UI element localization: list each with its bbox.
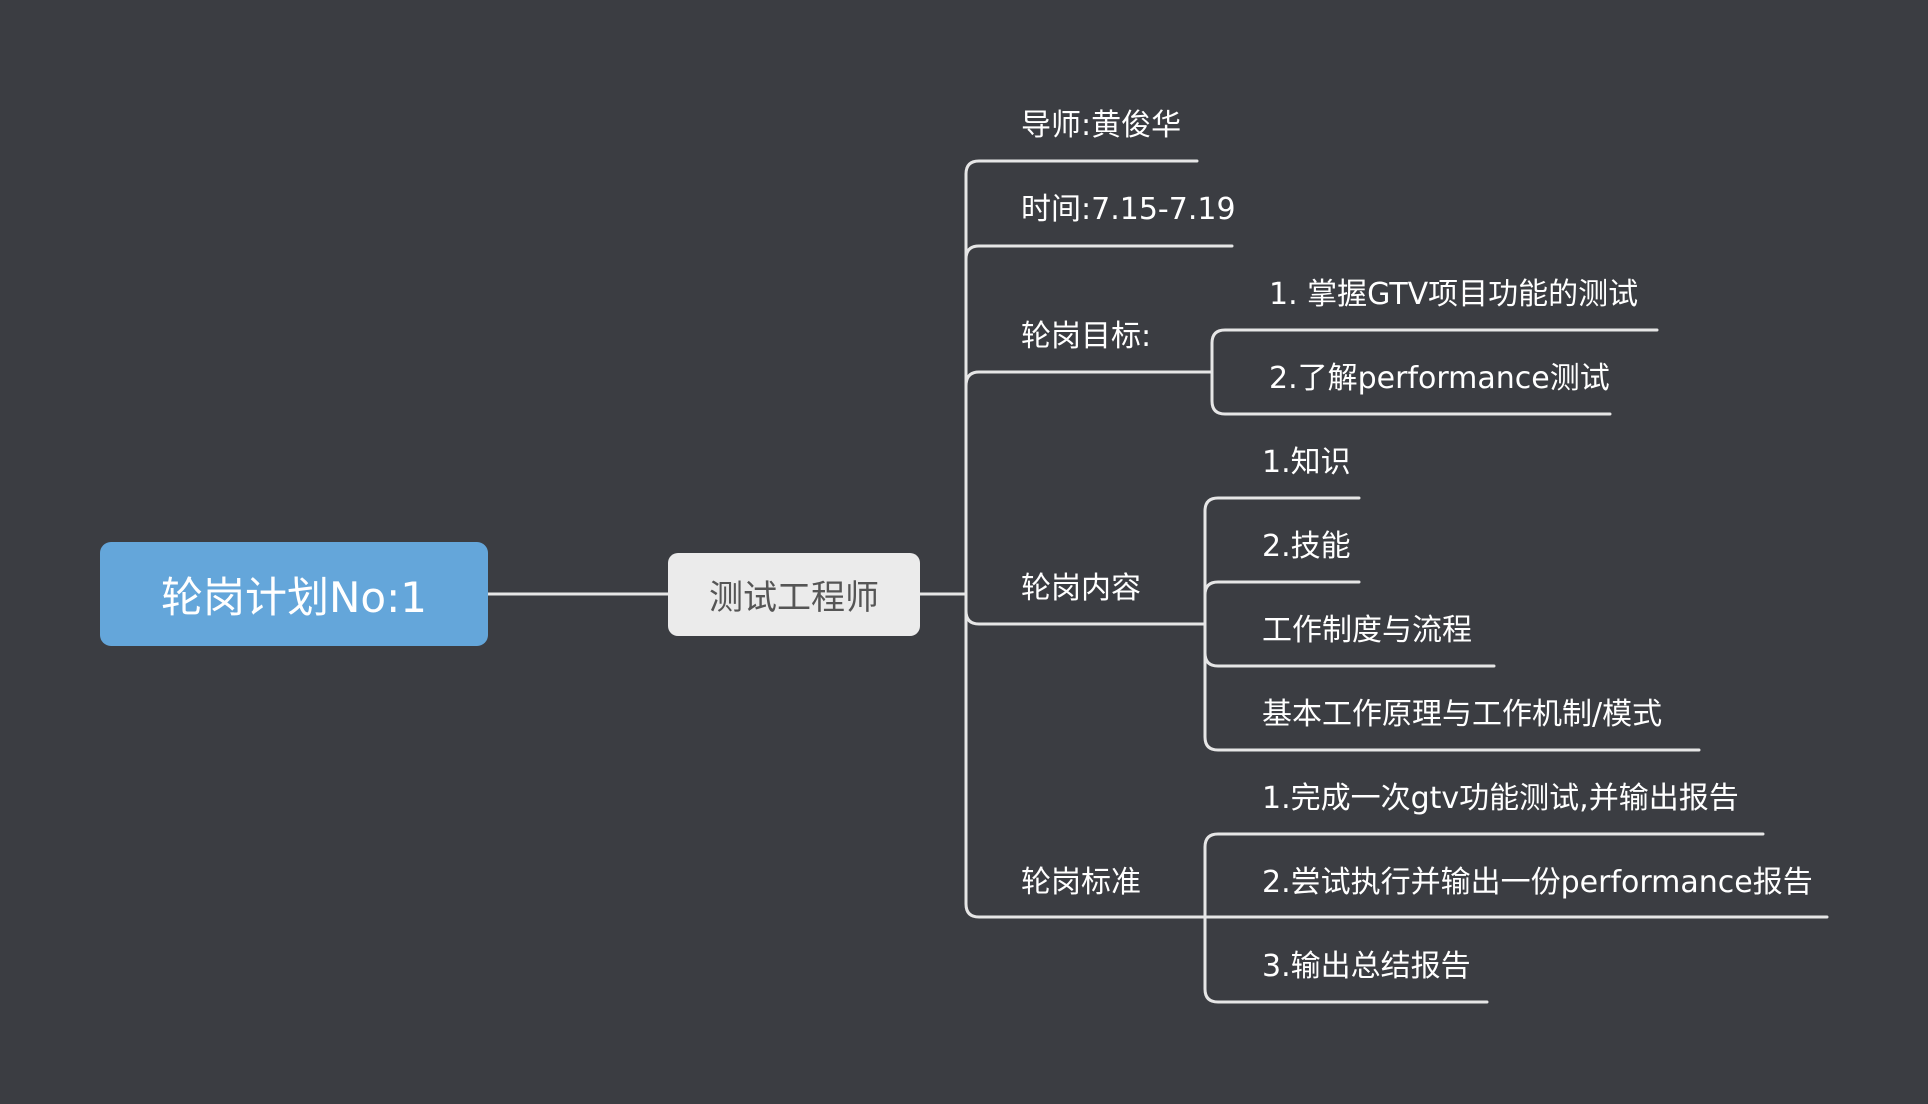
- content-item[interactable]: 工作制度与流程: [1262, 613, 1472, 648]
- connector-content-2: [1203, 580, 1361, 626]
- content-item[interactable]: 2.技能: [1262, 529, 1351, 564]
- branch-goal[interactable]: 轮岗目标:: [1021, 319, 1152, 354]
- branch-standard[interactable]: 轮岗标准: [1021, 865, 1141, 900]
- connector-standard-3: [1203, 915, 1489, 1004]
- connector-branch-mentor: [964, 159, 1199, 596]
- root-node[interactable]: 轮岗计划No:1: [100, 542, 488, 646]
- goal-item[interactable]: 2.了解performance测试: [1269, 361, 1610, 396]
- main-topic-label: 测试工程师: [709, 578, 879, 618]
- connector-branch-goal: [964, 370, 1214, 596]
- main-topic-node[interactable]: 测试工程师: [668, 553, 920, 636]
- branch-content[interactable]: 轮岗内容: [1021, 571, 1141, 606]
- standard-item[interactable]: 2.尝试执行并输出一份performance报告: [1262, 865, 1813, 900]
- connector-goal-1: [1210, 328, 1659, 374]
- connector-goal-2: [1210, 370, 1612, 416]
- branch-time[interactable]: 时间:7.15-7.19: [1021, 192, 1236, 227]
- root-node-label: 轮岗计划No:1: [161, 572, 427, 622]
- connector-content-1: [1203, 496, 1361, 626]
- content-item[interactable]: 基本工作原理与工作机制/模式: [1262, 697, 1663, 732]
- branch-mentor[interactable]: 导师:黄俊华: [1021, 108, 1182, 143]
- content-item[interactable]: 1.知识: [1262, 445, 1351, 480]
- connector-branch-time: [964, 244, 1234, 596]
- goal-item[interactable]: 1. 掌握GTV项目功能的测试: [1269, 277, 1639, 312]
- standard-item[interactable]: 3.输出总结报告: [1262, 949, 1471, 984]
- connector-content-4: [1203, 622, 1701, 752]
- connector-standard-1: [1203, 832, 1765, 919]
- standard-item[interactable]: 1.完成一次gtv功能测试,并输出报告: [1262, 781, 1739, 816]
- connector-branch-standard: [964, 592, 1207, 919]
